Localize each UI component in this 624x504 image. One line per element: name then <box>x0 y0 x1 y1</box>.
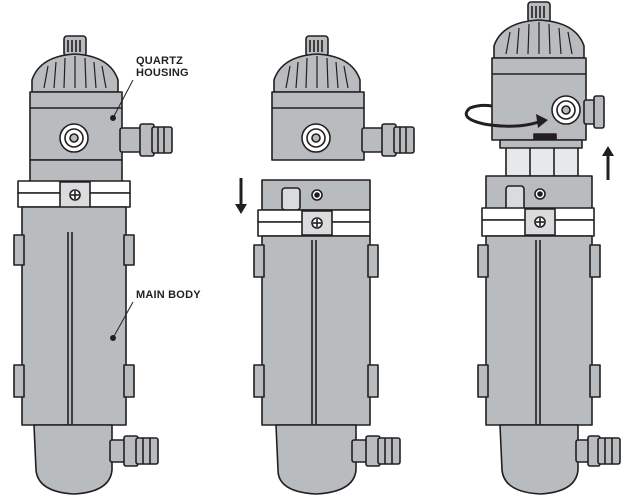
quartz-leader-line <box>112 79 134 119</box>
quartz-label-line2: HOUSING <box>136 67 189 79</box>
main-body-leader-line <box>112 301 134 339</box>
unit-push-down <box>253 35 415 495</box>
rotate-arrow <box>464 103 548 128</box>
main-body-label: MAIN BODY <box>136 289 201 301</box>
down-arrow <box>235 178 247 214</box>
unit-twist-lift <box>477 1 621 495</box>
unit-assembled <box>13 35 173 495</box>
main-body <box>21 206 127 426</box>
bottom-cup <box>33 424 113 495</box>
collar <box>29 159 123 183</box>
quartz-label-line1: QUARTZ <box>136 55 184 67</box>
quartz-housing-label: QUARTZ HOUSING <box>136 55 189 79</box>
up-arrow <box>602 146 614 180</box>
quartz-sleeves <box>505 145 579 177</box>
